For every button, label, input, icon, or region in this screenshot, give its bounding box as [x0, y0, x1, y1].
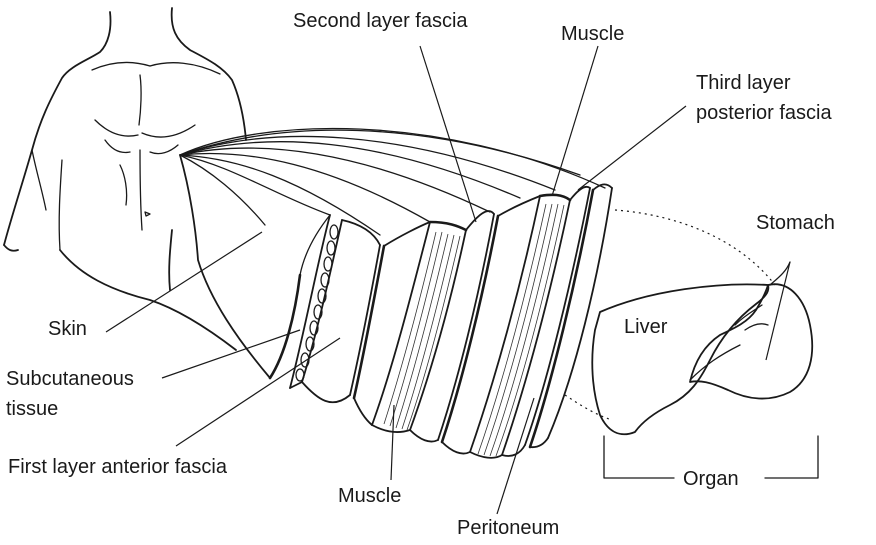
label-skin: Skin [48, 317, 87, 341]
label-subcutaneous-line2: tissue [6, 397, 58, 421]
muscle-lower-panel [354, 222, 466, 432]
liver-outline [592, 284, 768, 434]
label-first-layer-anterior-fascia: First layer anterior fascia [8, 455, 227, 479]
torso-outline [4, 8, 246, 350]
label-peritoneum: Peritoneum [457, 516, 559, 540]
stomach-outline [690, 262, 812, 399]
subcutaneous-panel [290, 215, 342, 388]
layer-fan [180, 129, 605, 235]
label-third-layer-line2: posterior fascia [696, 101, 832, 125]
label-organ: Organ [683, 467, 739, 491]
skin-panel [180, 155, 330, 378]
label-liver: Liver [624, 315, 667, 339]
label-third-layer-line1: Third layer [696, 71, 790, 95]
label-subcutaneous-line1: Subcutaneous [6, 367, 134, 391]
label-second-layer-fascia: Second layer fascia [293, 9, 468, 33]
leader-lines [106, 46, 790, 514]
label-stomach: Stomach [756, 211, 835, 235]
label-muscle-bottom: Muscle [338, 484, 401, 508]
muscle-upper-panel [442, 195, 570, 458]
label-muscle-top: Muscle [561, 22, 624, 46]
